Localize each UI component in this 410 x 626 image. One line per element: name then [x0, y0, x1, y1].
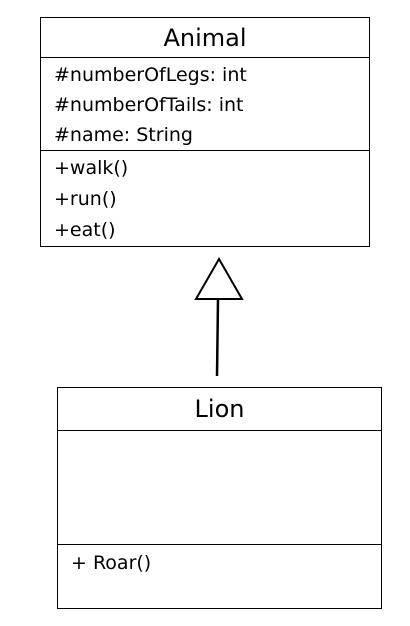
- animal-operation-walk: +walk(): [54, 157, 129, 179]
- animal-attribute-number-of-tails: #numberOfTails: int: [54, 94, 244, 116]
- animal-operations-section: +walk() +run() +eat(): [41, 151, 369, 246]
- animal-attribute-name: #name: String: [54, 124, 193, 146]
- animal-attributes-section: #numberOfLegs: int #numberOfTails: int #…: [41, 58, 369, 151]
- animal-class-box: Animal #numberOfLegs: int #numberOfTails…: [40, 17, 370, 247]
- lion-operation-roar: + Roar(): [71, 552, 152, 574]
- inheritance-arrowhead: [194, 256, 244, 300]
- animal-class-name: Animal: [41, 18, 369, 58]
- lion-class-name: Lion: [58, 388, 381, 431]
- lion-attributes-section: [58, 431, 381, 545]
- lion-operations-section: + Roar(): [58, 545, 381, 578]
- animal-attribute-number-of-legs: #numberOfLegs: int: [54, 64, 247, 86]
- lion-class-box: Lion + Roar(): [57, 387, 382, 609]
- animal-operation-run: +run(): [54, 188, 117, 210]
- animal-operation-eat: +eat(): [54, 219, 116, 241]
- inheritance-line: [215, 298, 220, 377]
